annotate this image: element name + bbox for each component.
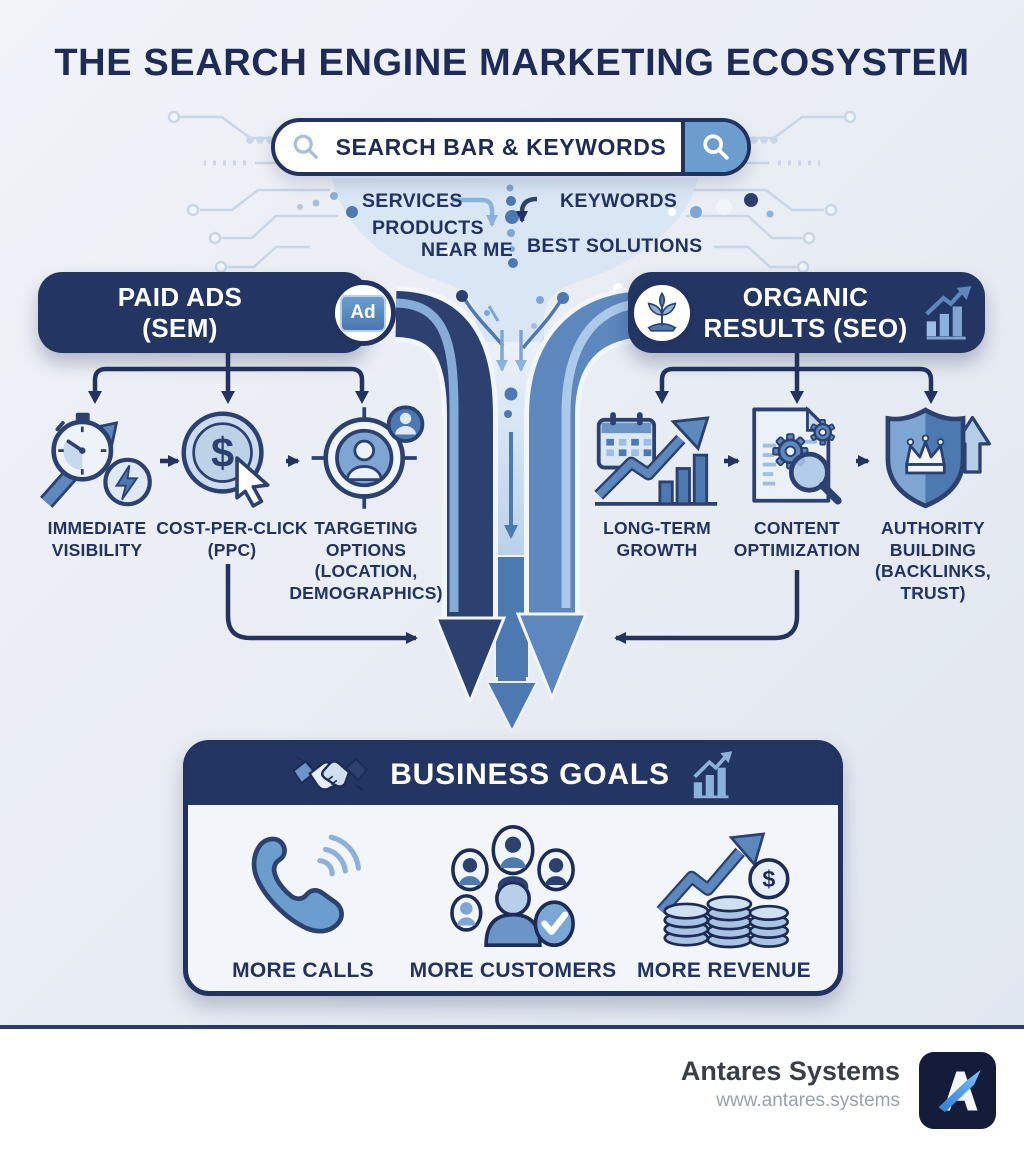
more-calls-icon [238,821,368,953]
search-icon [293,134,318,159]
stopwatch-bolt-icon [40,412,152,508]
immediate-visibility-icon [37,402,159,514]
handshake-icon [292,756,369,791]
organic-results-title: ORGANIC RESULTS (SEO) [703,281,908,343]
paid-ads-header: PAID ADS (SEM) [38,272,368,353]
company-name: Antares Systems [680,1056,900,1086]
business-goals-header: BUSINESS GOALS [188,745,838,805]
growth-chart-icon [693,751,732,799]
business-goals-title: BUSINESS GOALS [390,758,670,791]
ad-icon: Ad [340,294,386,332]
search-icon [703,134,729,160]
svg-text:$: $ [211,429,234,476]
goal-label-more-calls: MORE CALLS [232,959,374,982]
seedling-icon [647,292,677,332]
keyword-best-solutions: BEST SOLUTIONS [527,235,703,257]
footer-divider [0,1025,1024,1029]
antares-logo-icon [938,1069,981,1112]
company-website: www.antares.systems [716,1089,900,1111]
customers-icon [450,824,575,948]
long-term-growth-icon [593,402,721,514]
more-customers-icon [443,817,583,955]
goal-label-more-customers: MORE CUSTOMERS [409,959,617,982]
item-label-content-optimization: CONTENT OPTIMIZATION [733,518,861,560]
antares-logo [919,1052,996,1129]
content-optimization-icon [739,402,855,512]
plant-badge-circle [629,280,695,346]
search-button [681,122,747,172]
keyword-services: SERVICES [362,190,463,212]
keyword-near-me: NEAR ME [421,239,514,261]
calendar-growth-icon [594,412,718,506]
search-bar-label: SEARCH BAR & KEYWORDS [335,133,667,160]
ad-badge-circle: Ad [330,280,396,346]
cost-per-click-icon: $ [172,404,284,512]
footer: Antares Systems www.antares.systems [0,1029,1024,1154]
goal-label-more-revenue: MORE REVENUE [637,959,811,982]
keyword-products: PRODUCTS [372,217,484,239]
document-gears-icon [752,406,842,505]
paid-ads-title: PAID ADS (SEM) [117,281,243,343]
item-label-immediate-visibility: IMMEDIATE VISIBILITY [47,518,147,560]
growth-chart-icon [925,285,972,339]
page-title: THE SEARCH ENGINE MARKETING ECOSYSTEM [54,42,970,84]
targeting-options-icon [306,402,430,514]
revenue-coins-icon: $ [656,832,790,949]
target-audience-icon [311,405,425,509]
search-bar: SEARCH BAR & KEYWORDS [271,118,751,176]
phone-icon [251,834,362,934]
dollar-cursor-icon: $ [181,411,270,508]
more-revenue-icon: $ [654,817,794,955]
item-label-cost-per-click: COST-PER-CLICK (PPC) [156,518,308,560]
keyword-keywords: KEYWORDS [560,190,678,212]
item-label-targeting-options: TARGETING OPTIONS (LOCATION, DEMOGRAPHIC… [289,518,443,604]
business-goals-panel: BUSINESS GOALS MORE CALLS [183,740,843,996]
item-label-long-term-growth: LONG-TERM GROWTH [603,518,711,560]
authority-building-icon [871,402,995,512]
shield-crown-icon [885,407,992,509]
svg-text:$: $ [762,866,775,892]
item-label-authority-building: AUTHORITY BUILDING (BACKLINKS, TRUST) [875,518,991,604]
